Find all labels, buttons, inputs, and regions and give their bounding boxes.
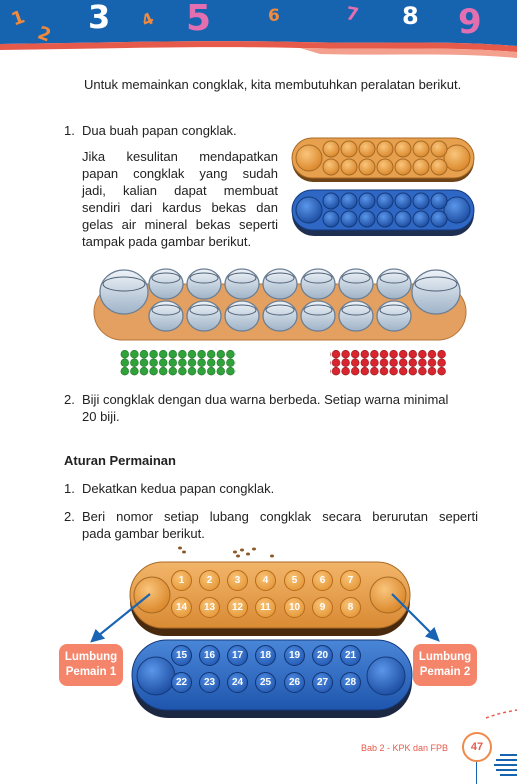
description-line: Jika kesulitan mendapatkan bbox=[82, 149, 278, 164]
pit-17: 17 bbox=[227, 645, 248, 666]
rule2-line: pada gambar berikut. bbox=[82, 526, 205, 541]
pit-11: 11 bbox=[255, 597, 276, 618]
footer-decoration bbox=[476, 709, 517, 784]
pit-20: 20 bbox=[312, 645, 333, 666]
pit-24: 24 bbox=[227, 672, 248, 693]
header-digit: 8 bbox=[402, 2, 419, 30]
two-congklak-boards-image bbox=[291, 137, 475, 236]
header-wave-decoration bbox=[0, 0, 517, 58]
header-digit: 9 bbox=[458, 2, 482, 42]
pit-21: 21 bbox=[340, 645, 361, 666]
item1-description: Jika kesulitan mendapatkan papan congkla… bbox=[82, 148, 278, 250]
pit-13: 13 bbox=[199, 597, 220, 618]
rule1-number: 1. bbox=[64, 481, 75, 496]
pit-6: 6 bbox=[312, 570, 333, 591]
pit-27: 27 bbox=[312, 672, 333, 693]
item2-number: 2. bbox=[64, 392, 75, 407]
pit-28: 28 bbox=[340, 672, 361, 693]
pit-25: 25 bbox=[255, 672, 276, 693]
item2-line: 20 biji. bbox=[82, 409, 120, 424]
rule2-number: 2. bbox=[64, 509, 75, 524]
pit-5: 5 bbox=[284, 570, 305, 591]
red-seeds bbox=[330, 350, 446, 376]
pit-19: 19 bbox=[284, 645, 305, 666]
description-line: jadi, kalian dapat membuat bbox=[82, 183, 278, 198]
pit-3: 3 bbox=[227, 570, 248, 591]
pit-4: 4 bbox=[255, 570, 276, 591]
pit-2: 2 bbox=[199, 570, 220, 591]
header-digit: 6 bbox=[268, 6, 280, 26]
pit-1: 1 bbox=[171, 570, 192, 591]
description-line: sendiri dari kardus bekas dan bbox=[82, 200, 278, 215]
seeds-image bbox=[120, 350, 446, 376]
item2-line: Biji congklak dengan dua warna berbeda. … bbox=[82, 392, 449, 407]
description-line: papan congklak yang sudah bbox=[82, 166, 278, 181]
header-digit: 3 bbox=[88, 0, 111, 36]
rule1-text: Dekatkan kedua papan congklak. bbox=[82, 481, 275, 496]
numbered-boards-illustration bbox=[90, 546, 440, 718]
pit-18: 18 bbox=[255, 645, 276, 666]
pit-7: 7 bbox=[340, 570, 361, 591]
cardboard-cup-board-image bbox=[93, 268, 467, 341]
item1-title: Dua buah papan congklak. bbox=[82, 123, 237, 138]
footer-page-circle: 47 bbox=[462, 732, 492, 762]
pit-26: 26 bbox=[284, 672, 305, 693]
pit-12: 12 bbox=[227, 597, 248, 618]
pit-16: 16 bbox=[199, 645, 220, 666]
intro-paragraph: Untuk memainkan congklak, kita membutuhk… bbox=[84, 77, 462, 92]
lumbung-pemain-2-label: Lumbung Pemain 2 bbox=[413, 644, 477, 686]
pit-9: 9 bbox=[312, 597, 333, 618]
page-number: 47 bbox=[470, 741, 484, 753]
description-line: gelas air mineral bekas seperti bbox=[82, 217, 278, 232]
header-digit: 5 bbox=[186, 0, 212, 39]
pit-22: 22 bbox=[171, 672, 192, 693]
rule2-text: Beri nomor setiap lubang congklak secara… bbox=[82, 508, 478, 542]
item2-text: Biji congklak dengan dua warna berbeda. … bbox=[82, 391, 478, 425]
item1-number: 1. bbox=[64, 123, 75, 138]
header-band: 1 2 3 4 5 6 7 8 9 bbox=[0, 0, 517, 62]
green-seeds bbox=[120, 350, 236, 376]
pit-23: 23 bbox=[199, 672, 220, 693]
pit-14: 14 bbox=[171, 597, 192, 618]
description-line: tampak pada gambar berikut. bbox=[82, 234, 252, 249]
rule2-line: Beri nomor setiap lubang congklak secara… bbox=[82, 509, 478, 524]
footer-chapter: Bab 2 - KPK dan FPB bbox=[361, 743, 449, 753]
pit-15: 15 bbox=[171, 645, 192, 666]
section-title: Aturan Permainan bbox=[64, 453, 176, 468]
pit-8: 8 bbox=[340, 597, 361, 618]
lumbung-pemain-1-label: Lumbung Pemain 1 bbox=[59, 644, 123, 686]
pit-10: 10 bbox=[284, 597, 305, 618]
